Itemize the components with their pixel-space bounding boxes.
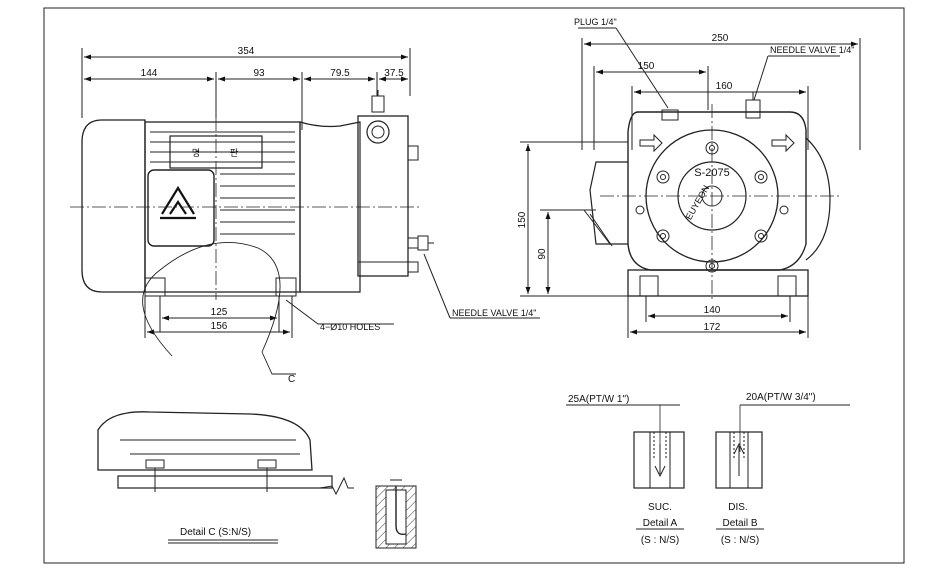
detail-b-flow-label: DIS. [728, 502, 747, 513]
detail-a-scale: (S : N/S) [641, 535, 679, 546]
dim-height-150: 150 [517, 211, 528, 228]
pump-head [357, 115, 409, 277]
dim-height-90: 90 [537, 248, 548, 260]
detail-c-title: Detail C (S:N/S) [180, 527, 251, 538]
holes-label: 4−Ø10 HOLES [320, 322, 380, 332]
model-number: S-2075 [694, 167, 729, 179]
detail-b-scale: (S : N/S) [721, 535, 759, 546]
suction-flow-arrow-icon [654, 444, 666, 478]
suction-port-circle [366, 120, 390, 144]
detail-c-text: Detail C (S:N/S) [168, 527, 278, 544]
dim-overall-length: 354 [238, 46, 255, 57]
terminal-box [147, 169, 215, 247]
dim-width-150: 150 [638, 61, 655, 72]
detail-c-marker: C [288, 374, 295, 385]
front-needle-valve-label: NEEDLE VALVE 1/4" [770, 45, 854, 55]
suction-arrow-icon [639, 133, 663, 153]
discharge-flow-arrow-icon [733, 442, 745, 476]
dim-base-140: 140 [704, 305, 721, 316]
detail-b-port-label: 20A(PT/W 3/4") [746, 392, 816, 403]
detail-c-drawing [97, 411, 417, 549]
anchor-bolt [395, 486, 407, 536]
side-needle-valve-label: NEEDLE VALVE 1/4" [452, 308, 536, 318]
dim-segment-3: 79.5 [330, 68, 350, 79]
dim-foot-outer: 156 [211, 321, 228, 332]
sheet-border [43, 7, 905, 564]
dim-width-160: 160 [716, 81, 733, 92]
front-base [627, 269, 809, 297]
side-view-text: 354 144 93 79.5 37.5 명 판 125 156 4−Ø10 H… [141, 46, 537, 385]
base-foot-right [275, 277, 297, 297]
base-foot-left [144, 277, 166, 297]
dim-base-172: 172 [704, 322, 721, 333]
brand-name: EUYEON [684, 184, 712, 222]
detail-c-callout-arc [142, 242, 281, 357]
side-view [70, 48, 540, 375]
motor-silhouette [589, 161, 628, 245]
detail-a-flow-label: SUC. [648, 502, 672, 513]
detail-a-title: Detail A [643, 518, 678, 529]
detail-b-title: Detail B [722, 518, 757, 529]
dim-segment-2: 93 [253, 68, 265, 79]
dim-width-overall: 250 [712, 33, 729, 44]
detail-b-text: 20A(PT/W 3/4") DIS. Detail B (S : N/S) [716, 392, 816, 546]
nameplate-char-2: 판 [230, 148, 238, 158]
dim-segment-1: 144 [141, 68, 158, 79]
plug-label: PLUG 1/4" [574, 17, 617, 27]
front-view [520, 27, 861, 338]
dim-segment-4: 37.5 [384, 68, 404, 79]
detail-b-drawing [715, 404, 850, 489]
needle-valve-front [745, 99, 761, 119]
brand-logo-icon [160, 185, 196, 220]
dim-foot-inner: 125 [211, 307, 228, 318]
motor-fins [150, 131, 295, 235]
plug-top [661, 109, 679, 121]
detail-a-drawing [566, 404, 685, 489]
needle-valve-side [417, 235, 429, 251]
discharge-arrow-icon [771, 133, 795, 153]
nameplate-char-1: 명 [192, 148, 200, 158]
motor-end-cap [81, 119, 146, 293]
detail-a-port-label: 25A(PT/W 1") [568, 394, 629, 405]
coupling-housing [299, 121, 361, 293]
needle-valve-top [371, 95, 385, 113]
detail-a-text: 25A(PT/W 1") SUC. Detail A (S : N/S) [568, 394, 684, 546]
